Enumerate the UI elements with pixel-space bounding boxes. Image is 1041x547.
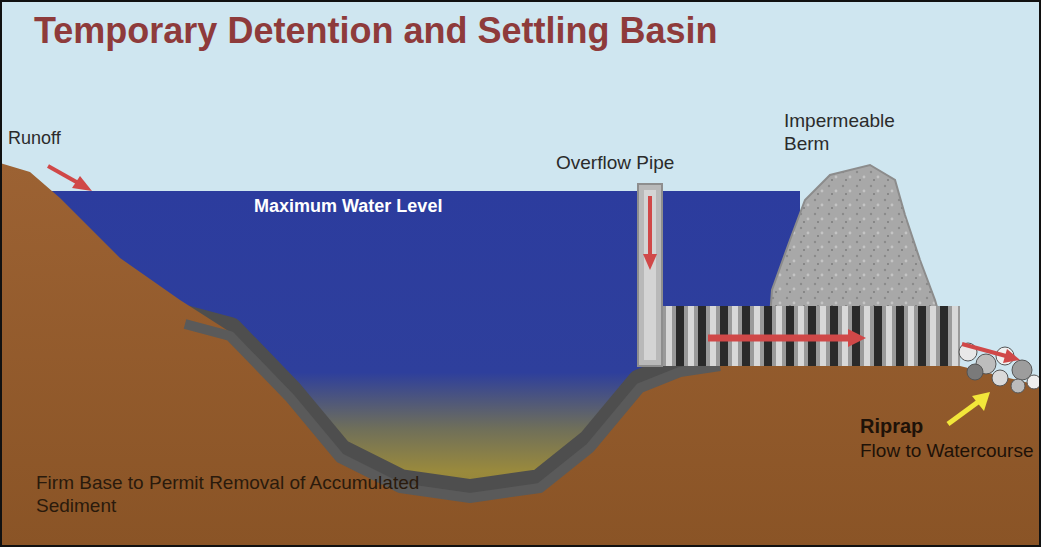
diagram-title: Temporary Detention and Settling Basin [34,10,717,52]
berm-label: Impermeable Berm [784,110,934,156]
runoff-label: Runoff [8,128,61,150]
pipe-label: Overflow Pipe [556,152,674,175]
riprap-label: Riprap [860,414,923,438]
base-note: Firm Base to Permit Removal of Accumulat… [36,472,466,518]
watercourse-label: Flow to Watercourse [860,440,1034,463]
water-level-label: Maximum Water Level [254,196,442,218]
